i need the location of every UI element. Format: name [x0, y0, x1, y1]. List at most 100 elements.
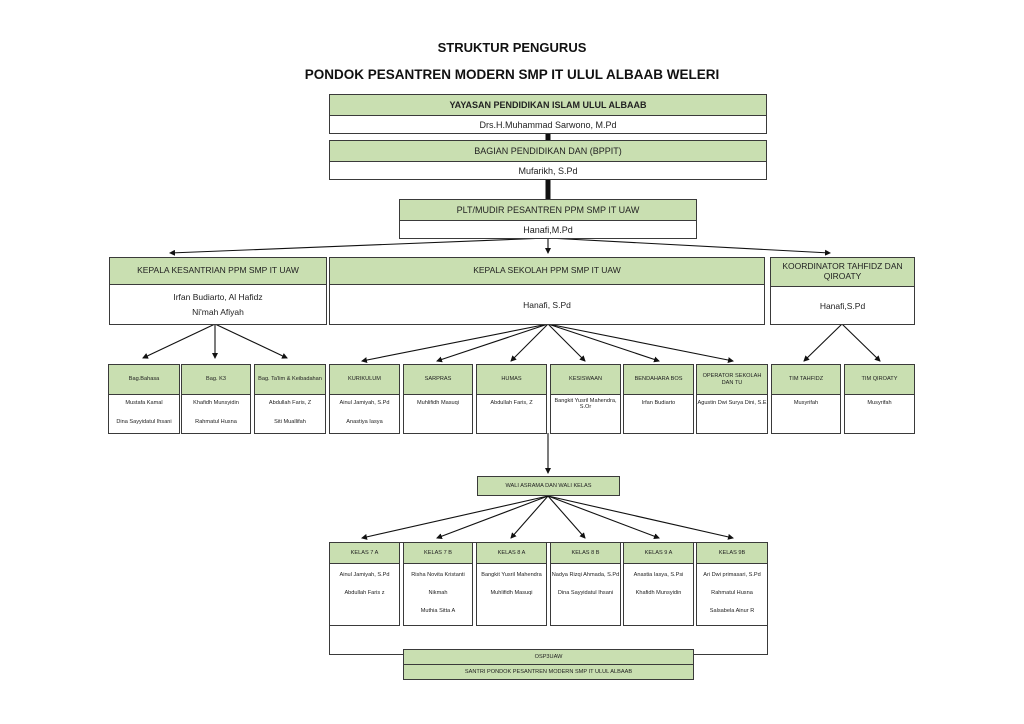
connector-wali-9a — [547, 495, 660, 540]
node-person: Siti Muallifah — [274, 419, 306, 425]
node-kelas-7a: KELAS 7 A Ainul Jamiyah, S.Pd Abdullah F… — [329, 542, 400, 626]
node-person: Muhlifidh Masuqi — [490, 590, 533, 596]
node-operator-sekolah: OPERATOR SEKOLAH DAN TU Agustin Dwi Sury… — [696, 364, 768, 434]
connector-kesantrian-bahasa — [142, 323, 216, 359]
node-person: Hanafi,S.Pd — [819, 300, 866, 311]
node-person: Abdullah Faris, Z — [490, 400, 533, 406]
node-kelas-7b: KELAS 7 B Risha Novita Kristanti Nikmah … — [403, 542, 473, 626]
node-title: KESISWAAN — [551, 365, 620, 395]
node-bag-bahasa: Bag.Bahasa Mustafa Kamal Dina Sayyidatul… — [108, 364, 180, 434]
node-wali-asrama: WALI ASRAMA DAN WALI KELAS — [477, 476, 620, 496]
node-osp: OSP3UAW — [403, 649, 694, 665]
node-title: YAYASAN PENDIDIKAN ISLAM ULUL ALBAAB — [330, 95, 766, 116]
node-person: Muthia Sitta A — [420, 608, 456, 614]
node-person: Musyrifah — [867, 400, 892, 406]
connector-sekolah-kurikulum — [361, 323, 549, 363]
node-title: PLT/MUDIR PESANTREN PPM SMP IT UAW — [400, 200, 696, 221]
chart-title: STRUKTUR PENGURUS — [437, 40, 587, 55]
node-title: KELAS 8 A — [477, 543, 546, 564]
node-person: Ainul Jamiyah, S.Pd — [339, 400, 390, 406]
node-title: KELAS 9B — [697, 543, 767, 564]
node-person: Hanafi,M.Pd — [523, 225, 573, 235]
connector-sekolah-operator — [547, 323, 734, 363]
node-person: Bangkit Yusril Mahendra, S.Or — [554, 398, 617, 410]
node-person: Khafidh Munsyidin — [193, 400, 239, 406]
connector-kesantrian-talim — [214, 323, 288, 359]
node-person: Dina Sayyidatul Ihsani — [557, 590, 614, 596]
node-kelas-9a: KELAS 9 A Anastia Iasya, S.Psi Khafidh M… — [623, 542, 694, 626]
node-person: Khafidh Munsyidin — [635, 590, 682, 596]
connector-sekolah-sarpras — [436, 323, 549, 363]
connector-tahfidz-qiroaty — [841, 323, 881, 362]
node-person: Ainul Jamiyah, S.Pd — [339, 572, 390, 578]
node-person: Ni'mah Afiyah — [192, 307, 244, 317]
node-kesiswaan: KESISWAAN Bangkit Yusril Mahendra, S.Or — [550, 364, 621, 434]
node-kurikulum: KURIKULUM Ainul Jamiyah, S.Pd Anastiya I… — [329, 364, 400, 434]
connector-mudir-tahfidz — [547, 237, 831, 256]
connector-wali-9b — [547, 495, 734, 540]
node-person: Anastia Iasya, S.Psi — [633, 572, 684, 578]
node-title: SARPRAS — [404, 365, 472, 395]
node-title: HUMAS — [477, 365, 546, 395]
node-title: KOORDINATOR TAHFIDZ DAN QIROATY — [771, 258, 914, 287]
node-person: Irfan Budiarto, Al Hafidz — [173, 292, 263, 302]
node-kepala-kesantrian: KEPALA KESANTRIAN PPM SMP IT UAW Irfan B… — [109, 257, 327, 325]
node-title: KELAS 9 A — [624, 543, 693, 564]
node-title: KELAS 7 A — [330, 543, 399, 564]
node-person: Rahmatul Husna — [711, 590, 753, 596]
node-person: Musyrifah — [793, 400, 819, 406]
node-person: Rahmatul Husna — [195, 419, 237, 425]
node-tim-qiroaty: TIM QIROATY Musyrifah — [844, 364, 915, 434]
node-bendahara-bos: BENDAHARA BOS Irfan Budiarto — [623, 364, 694, 434]
node-kepala-sekolah: KEPALA SEKOLAH PPM SMP IT UAW Hanafi, S.… — [329, 257, 765, 325]
node-bag-k3: Bag. K3 Khafidh Munsyidin Rahmatul Husna — [181, 364, 251, 434]
node-yayasan: YAYASAN PENDIDIKAN ISLAM ULUL ALBAAB Drs… — [329, 94, 767, 134]
node-tim-tahfidz: TIM TAHFIDZ Musyrifah — [771, 364, 841, 434]
connector-wali-8b — [547, 495, 586, 539]
node-title: KEPALA KESANTRIAN PPM SMP IT UAW — [110, 258, 326, 285]
connector-wali-8a — [510, 495, 549, 539]
node-title: KEPALA SEKOLAH PPM SMP IT UAW — [330, 258, 764, 285]
node-person: Nadya Rizqi Ahmada, S.Pd — [551, 572, 620, 578]
node-bag-talim: Bag. Ta'lim & Keibadahan Abdullah Faris,… — [254, 364, 326, 434]
node-title: KELAS 7 B — [404, 543, 472, 564]
node-title: TIM QIROATY — [845, 365, 914, 395]
node-title: TIM TAHFIDZ — [772, 365, 840, 395]
connector-sekolah-bendahara — [547, 323, 660, 363]
node-person: Nikmah — [428, 590, 448, 596]
node-mudir: PLT/MUDIR PESANTREN PPM SMP IT UAW Hanaf… — [399, 199, 697, 239]
connector-sekolah-kesiswaan — [547, 323, 586, 362]
node-kelas-9b: KELAS 9B Ari Dwi primasari, S.Pd Rahmatu… — [696, 542, 768, 626]
node-bppit: BAGIAN PENDIDIKAN DAN (BPPIT) Mufarikh, … — [329, 140, 767, 180]
node-santri: SANTRI PONDOK PESANTREN MODERN SMP IT UL… — [403, 664, 694, 680]
node-title: KELAS 8 B — [551, 543, 620, 564]
connector-sekolah-humas — [510, 323, 549, 362]
node-person: Ari Dwi primasari, S.Pd — [703, 572, 761, 578]
node-title: Bag. Ta'lim & Keibadahan — [255, 365, 325, 395]
node-person: Agustin Dwi Surya Dini, S.E — [697, 400, 767, 406]
node-humas: HUMAS Abdullah Faris, Z — [476, 364, 547, 434]
node-person: Drs.H.Muhammad Sarwono, M.Pd — [479, 120, 617, 130]
node-title: KURIKULUM — [330, 365, 399, 395]
connector-wali-7a — [361, 495, 549, 540]
node-person: Muhlifidh Masuqi — [417, 400, 459, 406]
connector-mudir-kesantrian — [169, 237, 549, 256]
node-koordinator-tahfidz: KOORDINATOR TAHFIDZ DAN QIROATY Hanafi,S… — [770, 257, 915, 325]
node-person: Mufarikh, S.Pd — [518, 166, 578, 176]
node-title: BAGIAN PENDIDIKAN DAN (BPPIT) — [330, 141, 766, 162]
node-person: Bangkit Yusril Mahendra — [481, 572, 542, 578]
connector-tahfidz-tim — [803, 323, 843, 362]
node-sarpras: SARPRAS Muhlifidh Masuqi — [403, 364, 473, 434]
node-person: Abdullah Faris, Z — [268, 400, 312, 406]
node-kelas-8a: KELAS 8 A Bangkit Yusril Mahendra Muhlif… — [476, 542, 547, 626]
node-person: Salsabela Ainur R — [709, 608, 755, 614]
node-title: Bag.Bahasa — [109, 365, 179, 395]
node-title: Bag. K3 — [182, 365, 250, 395]
node-person: Risha Novita Kristanti — [411, 572, 465, 578]
node-person: Hanafi, S.Pd — [523, 299, 571, 310]
node-person: Irfan Budiarto — [641, 400, 676, 406]
node-title: OPERATOR SEKOLAH DAN TU — [697, 365, 767, 395]
node-title: BENDAHARA BOS — [624, 365, 693, 395]
node-person: Anastiya Iasya — [346, 419, 383, 425]
chart-subtitle: PONDOK PESANTREN MODERN SMP IT ULUL ALBA… — [304, 67, 720, 82]
